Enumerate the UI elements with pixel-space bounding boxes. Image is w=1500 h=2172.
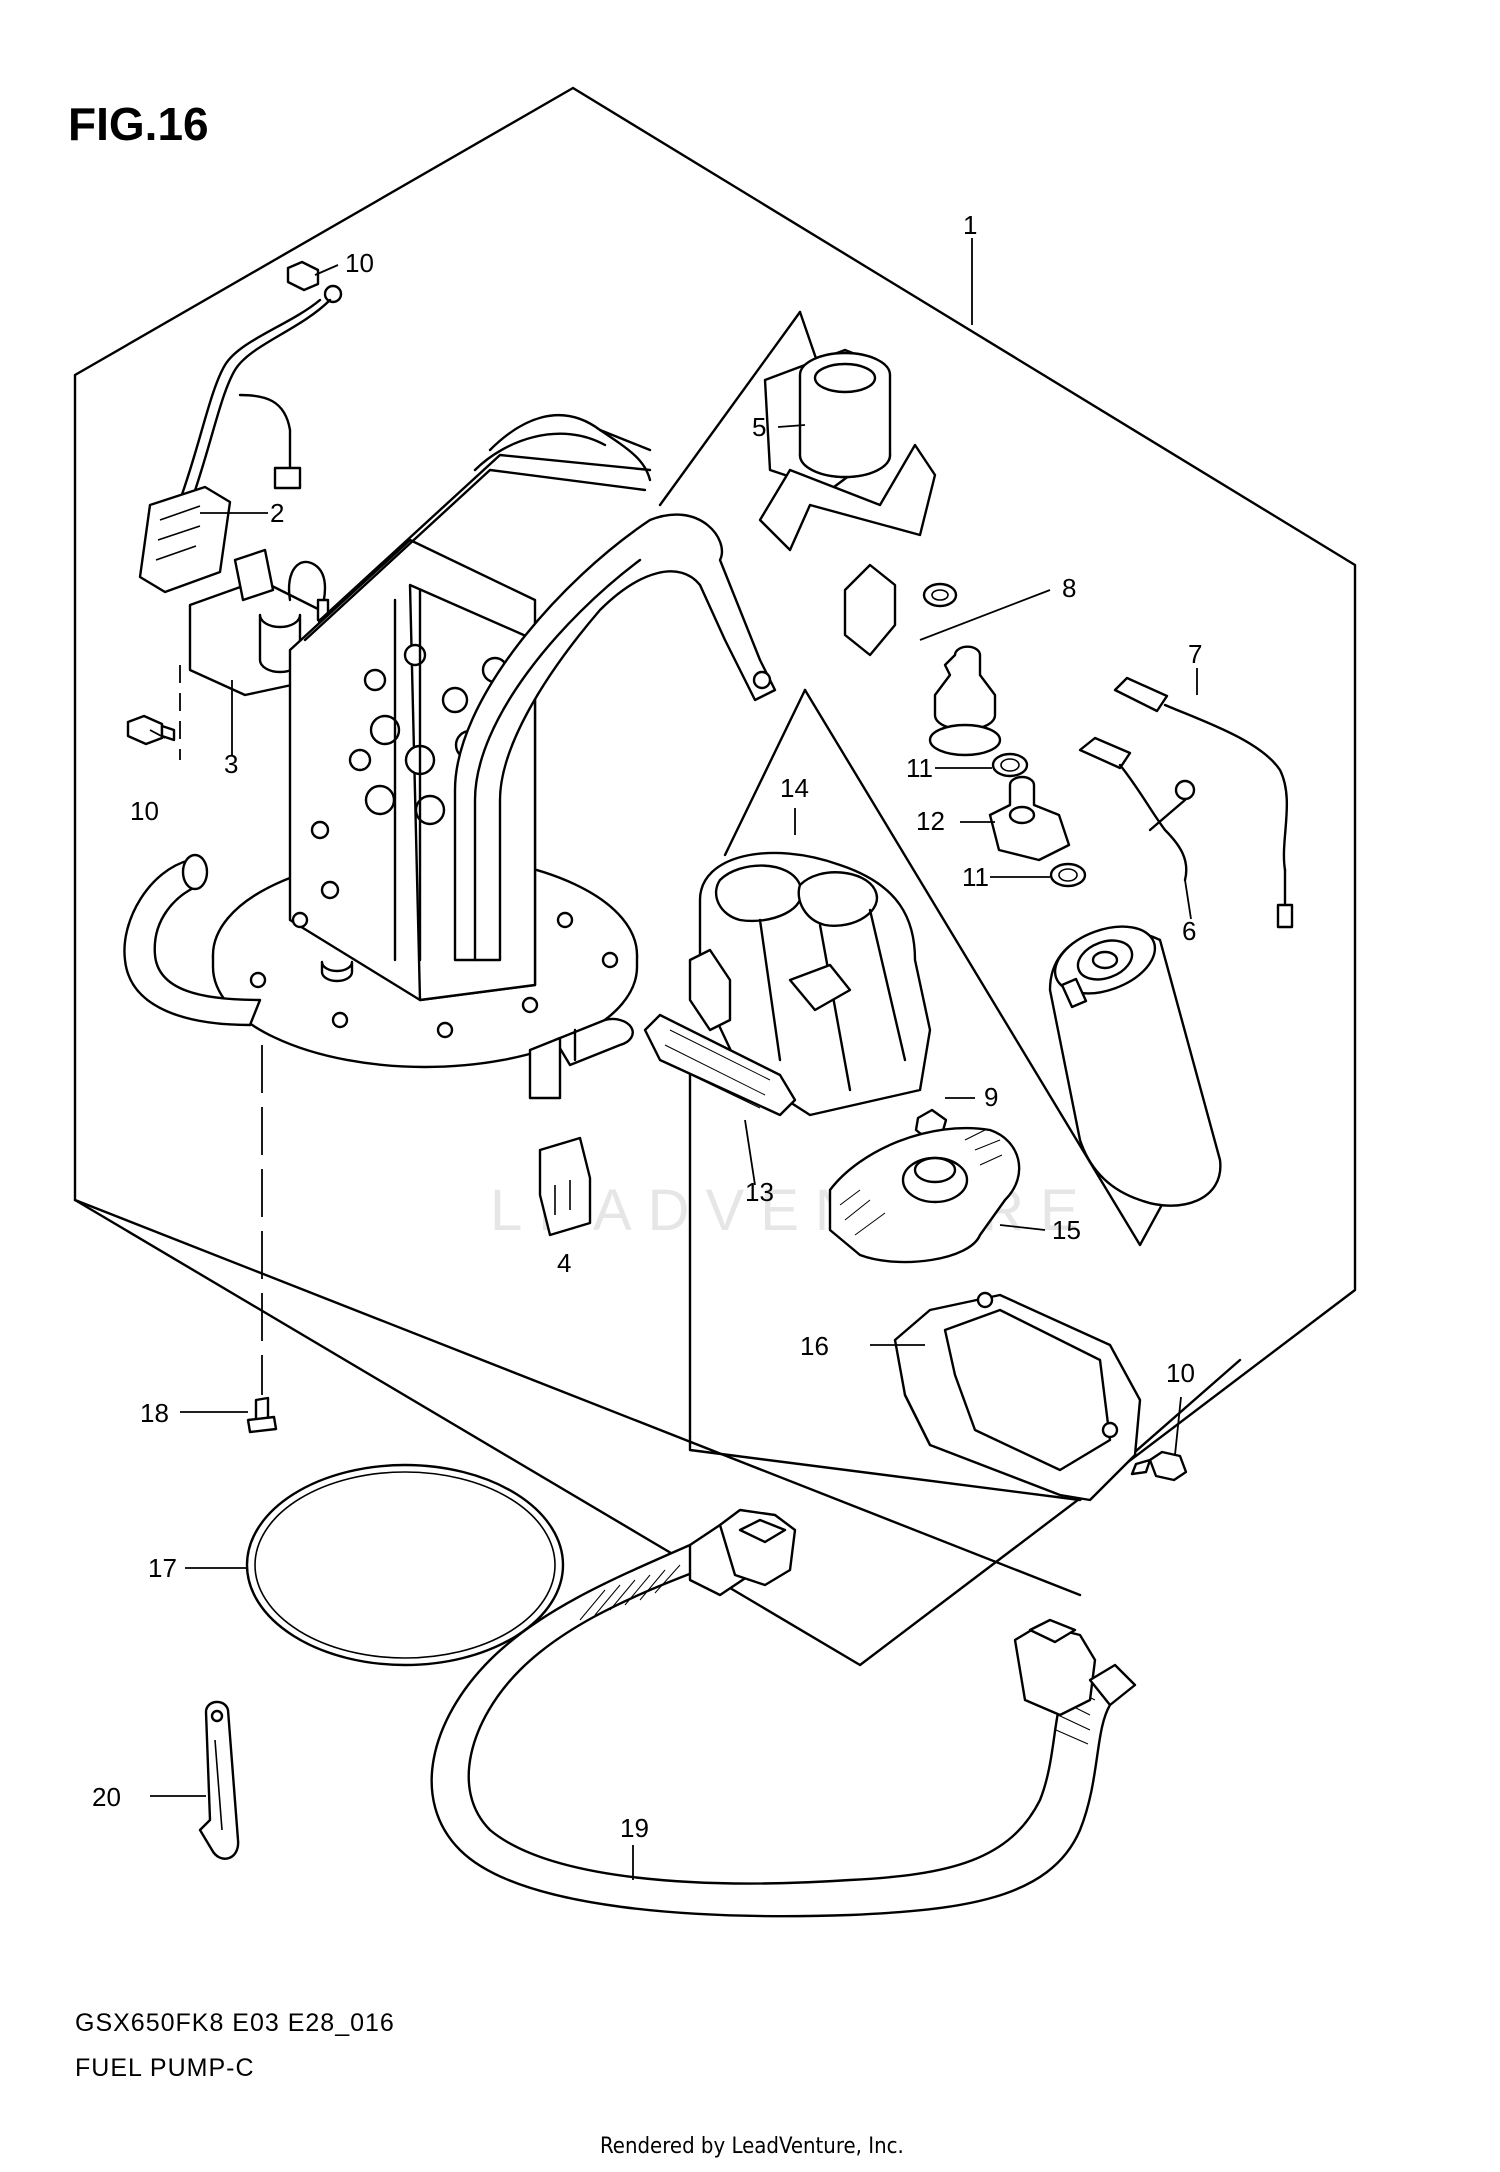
callout-20: 20 [92, 1782, 121, 1812]
fuel-pump-bracket-body [211, 413, 777, 1100]
model-code: GSX650FK8 E03 E28_016 [75, 2009, 395, 2037]
o-ring-11a [991, 752, 1029, 778]
bolt-10-top [286, 260, 343, 304]
pump-holder-14 [688, 851, 932, 1117]
inner-triangle [723, 688, 807, 857]
figure-name: FUEL PUMP-C [75, 2054, 255, 2082]
wire-7 [1113, 676, 1294, 929]
callout-17: 17 [148, 1553, 177, 1583]
screw-18 [246, 1396, 278, 1434]
o-ring-11b [1049, 862, 1087, 888]
callout-16: 16 [800, 1331, 829, 1361]
connector-bracket-3 [188, 548, 330, 697]
callout-11-lower: 11 [962, 862, 989, 892]
callout-10-left: 10 [130, 796, 159, 826]
clip-4 [538, 1136, 592, 1237]
callout-8: 8 [1062, 573, 1076, 603]
wire-harness-2 [138, 298, 332, 594]
callout-9: 9 [984, 1082, 998, 1112]
callout-13: 13 [745, 1177, 774, 1207]
fuel-pump-motor [1048, 925, 1222, 1207]
callout-7: 7 [1188, 639, 1202, 669]
pump-group-outline [658, 310, 802, 507]
leader-lines [149, 238, 1198, 1880]
callout-4: 4 [557, 1248, 571, 1278]
lower-cover-15 [828, 1126, 1021, 1264]
callout-6: 6 [1182, 916, 1196, 946]
filter-13 [643, 1013, 797, 1117]
wire-6 [1078, 736, 1196, 882]
callout-18: 18 [140, 1398, 169, 1428]
callout-3: 3 [224, 749, 238, 779]
return-hose [123, 858, 262, 1027]
pressure-regulator-8 [758, 348, 1002, 757]
callout-2: 2 [270, 498, 284, 528]
assembly-outline [73, 86, 1357, 1667]
callout-labels: 1 2 3 4 5 6 7 8 9 10 10 10 11 11 12 13 1… [92, 210, 1202, 1843]
callout-12: 12 [916, 806, 945, 836]
case-16 [893, 1291, 1142, 1502]
callout-11-upper: 11 [906, 753, 933, 783]
callout-15: 15 [1052, 1215, 1081, 1245]
joint-12 [988, 775, 1071, 862]
callout-10-right: 10 [1166, 1358, 1195, 1388]
callout-14: 14 [780, 773, 809, 803]
figure-title: FIG.16 [68, 98, 209, 150]
clamp-strip-20 [198, 1700, 240, 1860]
bolt-10-right [1130, 1450, 1188, 1482]
sub-assembly-outline [688, 1068, 1242, 1502]
callout-10-top: 10 [345, 248, 374, 278]
callout-19: 19 [620, 1813, 649, 1843]
fuel-hose-19 [430, 1508, 1137, 1918]
callout-1: 1 [963, 210, 977, 240]
ring-boundary-line [73, 1198, 1082, 1597]
gasket-ring-17 [245, 1463, 565, 1667]
bolt-10-left [126, 714, 176, 746]
callout-5: 5 [752, 412, 766, 442]
render-credit: Rendered by LeadVenture, Inc. [600, 2134, 904, 2159]
